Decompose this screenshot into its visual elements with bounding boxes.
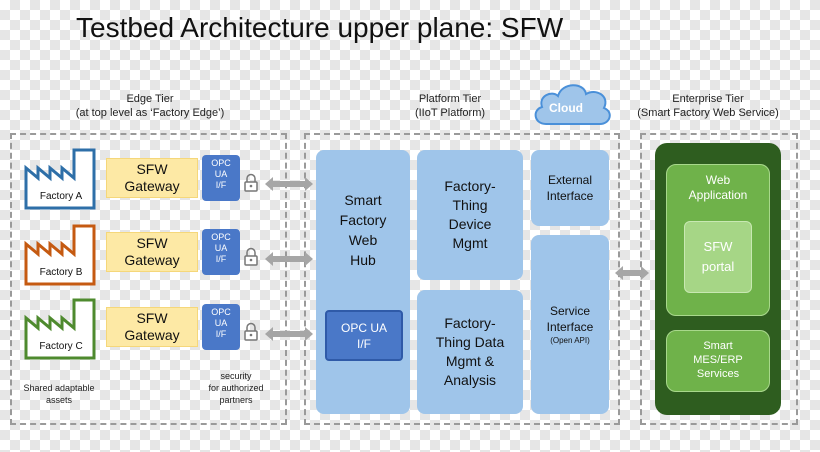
mes-line1: Smart: [703, 340, 733, 352]
web-app-line2: Application: [688, 188, 748, 202]
hub-opc-line1: OPC UA: [340, 321, 387, 335]
gateway-a-line1: SFW: [136, 161, 168, 177]
security-line1: security: [220, 371, 252, 381]
factory-b-label: Factory B: [39, 267, 83, 278]
gateway-c-line1: SFW: [136, 310, 168, 326]
factory-a-label: Factory A: [39, 191, 83, 202]
double-arrow-icon: [265, 327, 313, 341]
gateway-a-line2: Gateway: [124, 178, 180, 194]
double-arrow-icon: [265, 177, 313, 191]
enterprise-tier-subtitle: (Smart Factory Web Service): [637, 107, 779, 119]
platform-tier-frame: [304, 133, 620, 425]
device-mgmt-line1: Factory-: [444, 178, 496, 194]
gateway-b-line1: SFW: [136, 235, 168, 251]
opc-b-line2: UA: [214, 243, 228, 253]
page-title: Testbed Architecture upper plane: SFW: [76, 12, 564, 43]
device-mgmt-line3: Device: [448, 216, 492, 232]
double-arrow-icon: [615, 266, 649, 280]
hub-line4: Hub: [350, 252, 376, 268]
hub-opc-line2: I/F: [357, 337, 371, 351]
security-line2: for authorized: [208, 383, 264, 393]
edge-tier-subtitle: (at top level as ‘Factory Edge’): [75, 107, 225, 119]
edge-tier-caption: Edge Tier (at top level as ‘Factory Edge…: [40, 92, 260, 120]
factory-c-icon: [24, 298, 96, 360]
opc-ua-if-c: OPC UA I/F: [202, 304, 240, 350]
opc-c-line1: OPC: [211, 307, 231, 317]
lock-icon: [244, 322, 258, 341]
sfw-gateway-b: SFW Gateway: [106, 232, 198, 272]
service-sub: (Open API): [550, 335, 590, 345]
opc-a-line3: I/F: [215, 180, 227, 190]
sfw-gateway-c: SFW Gateway: [106, 307, 198, 347]
portal-line2: portal: [701, 259, 735, 274]
mes-line3: Services: [696, 368, 740, 380]
factory-thing-device-mgmt: Factory- Thing Device Mgmt: [417, 150, 523, 280]
gateway-c-line2: Gateway: [124, 327, 180, 343]
factory-thing-data-mgmt: Factory- Thing Data Mgmt & Analysis: [417, 290, 523, 414]
external-line1: External: [547, 173, 592, 187]
shared-assets-line1: Shared adaptable: [23, 383, 95, 393]
device-mgmt-line2: Thing: [452, 197, 488, 213]
platform-tier-title: Platform Tier: [418, 93, 482, 105]
opc-a-line2: UA: [214, 169, 228, 179]
edge-tier-frame: [10, 133, 287, 425]
data-mgmt-line4: Analysis: [443, 372, 497, 388]
hub-line1: Smart: [344, 192, 382, 208]
service-line1: Service: [549, 303, 590, 318]
gateway-b-line2: Gateway: [124, 252, 180, 268]
service-interface: Service Interface (Open API): [531, 235, 609, 414]
service-line2: Interface: [546, 319, 594, 334]
hub-opc-ua-if: OPC UA I/F: [325, 310, 403, 361]
opc-c-line3: I/F: [215, 329, 227, 339]
device-mgmt-line4: Mgmt: [452, 235, 488, 251]
hub-line3: Web: [348, 232, 378, 248]
opc-ua-if-b: OPC UA I/F: [202, 229, 240, 275]
opc-b-line1: OPC: [211, 232, 231, 242]
hub-line2: Factory: [339, 212, 387, 228]
sfw-gateway-a: SFW Gateway: [106, 158, 198, 198]
security-note: security for authorized partners: [196, 370, 276, 406]
opc-ua-if-a: OPC UA I/F: [202, 155, 240, 201]
external-interface: External Interface: [531, 150, 609, 226]
mes-line2: MES/ERP: [693, 354, 743, 366]
external-line2: Interface: [546, 189, 594, 203]
opc-a-line1: OPC: [211, 158, 231, 168]
shared-assets-note: Shared adaptable assets: [14, 382, 104, 406]
shared-assets-line2: assets: [45, 395, 72, 405]
lock-icon: [244, 247, 258, 266]
data-mgmt-line3: Mgmt &: [445, 353, 495, 369]
lock-icon: [244, 173, 258, 192]
enterprise-tier-caption: Enterprise Tier (Smart Factory Web Servi…: [628, 92, 788, 120]
security-line3: partners: [219, 395, 253, 405]
portal-line1: SFW: [703, 239, 733, 254]
opc-b-line3: I/F: [215, 254, 227, 264]
factory-c-label: Factory C: [39, 341, 83, 352]
platform-tier-subtitle: (IIoT Platform): [414, 107, 486, 119]
sfw-portal: SFW portal: [684, 221, 752, 293]
double-arrow-icon: [265, 252, 313, 266]
web-app-line1: Web: [705, 173, 731, 187]
enterprise-tier-title: Enterprise Tier: [672, 93, 744, 105]
factory-a-icon: [24, 148, 96, 210]
data-mgmt-line1: Factory-: [444, 315, 496, 331]
edge-tier-title: Edge Tier: [126, 93, 174, 105]
factory-b-icon: [24, 224, 96, 286]
cloud-label: Cloud: [549, 101, 583, 115]
opc-c-line2: UA: [214, 318, 228, 328]
platform-tier-caption: Platform Tier (IIoT Platform): [380, 92, 520, 120]
data-mgmt-line2: Thing Data: [435, 334, 505, 350]
smart-mes-erp-services: Smart MES/ERP Services: [666, 330, 770, 392]
cloud-icon: [534, 84, 611, 125]
smart-factory-web-hub: Smart Factory Web Hub: [316, 150, 410, 414]
